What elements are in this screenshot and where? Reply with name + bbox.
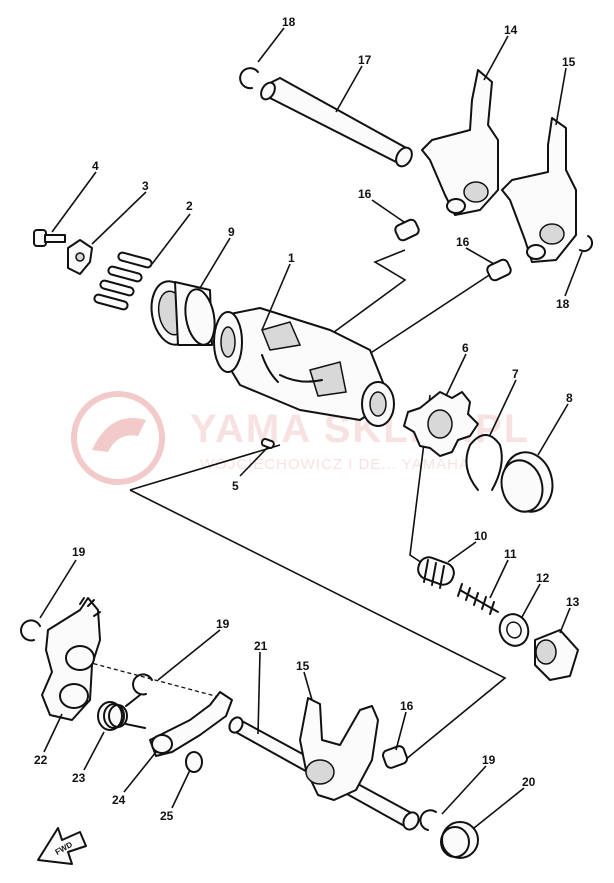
part-5-pin [260, 437, 275, 449]
callout-18: 18 [282, 15, 296, 29]
part-4-screw [33, 229, 66, 247]
callout-7: 7 [512, 367, 519, 381]
callout-4: 4 [92, 159, 99, 173]
callout-25: 25 [160, 809, 174, 823]
watermark-logo-mark [92, 418, 146, 452]
part-10-spring [417, 556, 455, 589]
callout-19: 19 [72, 545, 86, 559]
callout-19b: 19 [216, 617, 230, 631]
callout-3: 3 [142, 179, 149, 193]
part-8-cap [500, 451, 554, 513]
part-15-shift-fork-upper [501, 117, 577, 263]
callout-22: 22 [34, 753, 48, 767]
part-16-guide-pin [394, 218, 420, 242]
part-12-washer [498, 613, 530, 647]
callout-labels: 1 2 3 4 5 6 7 8 9 10 11 12 13 14 15 16 1… [34, 15, 580, 823]
callout-15: 15 [562, 55, 576, 69]
part-1-shift-drum [213, 307, 395, 427]
part-11-spring [457, 583, 499, 615]
part-14-shift-fork [421, 69, 499, 216]
part-18-clip [239, 67, 259, 90]
part-19-clip-mid [132, 673, 153, 696]
callout-10: 10 [474, 529, 488, 543]
callout-21: 21 [254, 639, 268, 653]
part-19-clip-lower [419, 809, 437, 831]
callout-14: 14 [504, 23, 518, 37]
part-13-plug-bolt [534, 629, 579, 681]
callout-16: 16 [358, 187, 372, 201]
watermark-logo-icon [71, 391, 165, 485]
callout-19c: 19 [482, 753, 496, 767]
callout-9: 9 [228, 225, 235, 239]
part-22-shift-lever [41, 597, 101, 721]
part-24-shift-arm [149, 691, 233, 757]
part-3-segment-plate [67, 239, 93, 275]
part-20-cap [440, 821, 479, 859]
callout-2: 2 [186, 199, 193, 213]
part-2-pins [93, 251, 153, 311]
part-9-bearing [150, 280, 216, 346]
callout-12: 12 [536, 571, 550, 585]
callout-20: 20 [522, 775, 536, 789]
assembly-line-upper [329, 249, 407, 336]
callout-16c: 16 [400, 699, 414, 713]
callout-5: 5 [232, 479, 239, 493]
part-19-clip [20, 619, 41, 642]
callout-8: 8 [566, 391, 573, 405]
callout-15b: 15 [296, 659, 310, 673]
leader-lines [39, 27, 583, 829]
part-15-shift-fork-lower [299, 697, 379, 801]
assembly-line-long [129, 489, 507, 761]
part-7-circlip [465, 434, 503, 491]
part-6-star-plate [403, 391, 479, 457]
assembly-line-lever [79, 659, 231, 701]
part-18-clip-right [579, 235, 594, 253]
callout-13: 13 [566, 595, 580, 609]
part-17-fork-shaft-upper [260, 77, 413, 168]
assembly-line-drum [129, 444, 281, 491]
callout-17: 17 [358, 53, 372, 67]
callout-24: 24 [112, 793, 126, 807]
part-23-torsion-spring [97, 694, 146, 731]
part-16-guide-pin-lower [381, 745, 409, 769]
fwd-arrow-icon: FWD [37, 827, 87, 865]
part-16-guide-pin-b [486, 258, 512, 282]
callout-11: 11 [504, 547, 517, 561]
callout-1: 1 [288, 251, 295, 265]
part-25-washer [185, 751, 203, 773]
watermark-subtitle: WOJCIECHOWICZ I DE... YAMAHA [200, 456, 470, 473]
assembly-line-fork [359, 267, 501, 361]
callout-16b: 16 [456, 235, 470, 249]
callout-23: 23 [72, 771, 86, 785]
callout-6: 6 [462, 341, 469, 355]
callout-18b: 18 [556, 297, 570, 311]
